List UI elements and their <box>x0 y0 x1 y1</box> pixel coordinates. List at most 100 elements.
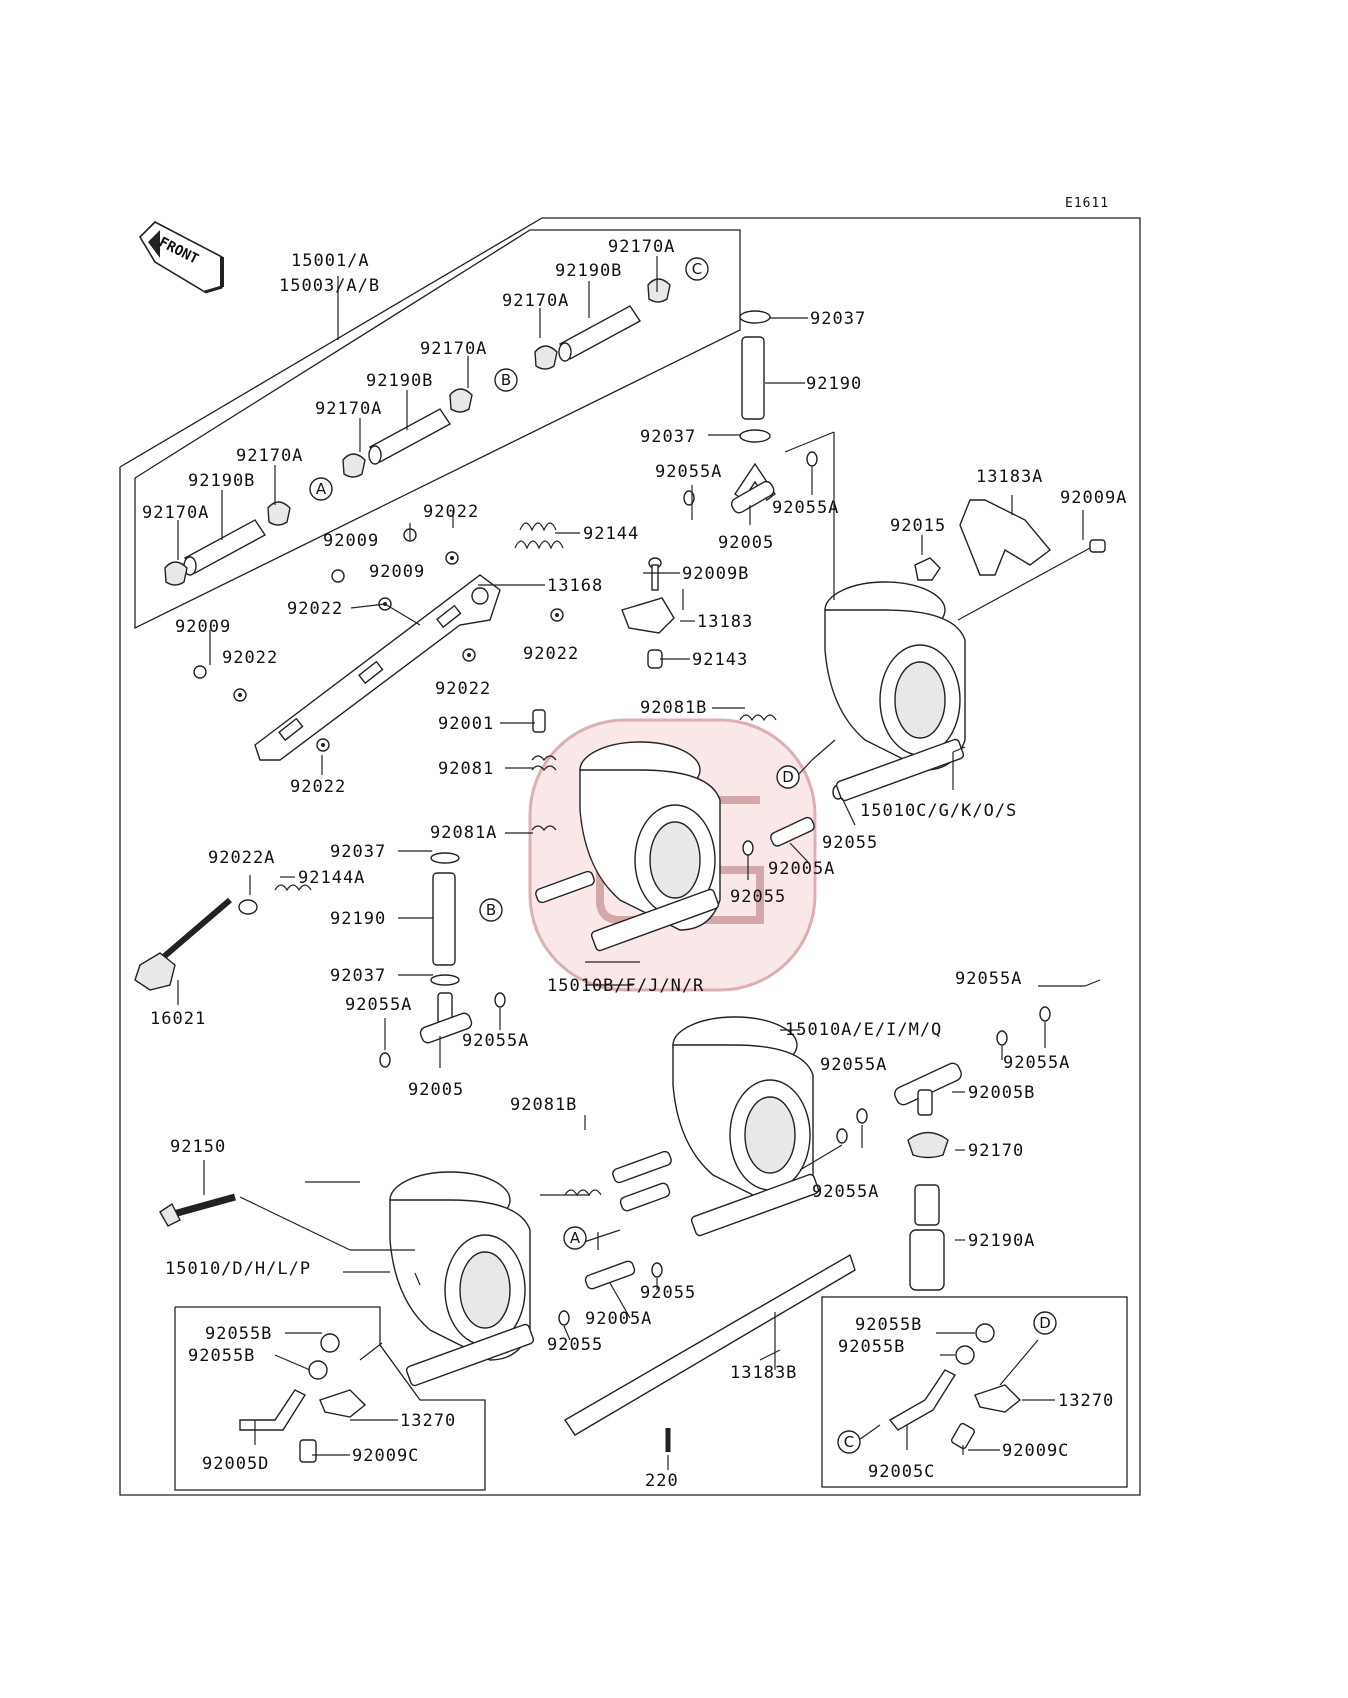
diagram-code: E1611 <box>1065 196 1109 211</box>
connector-B-top: B <box>494 368 518 392</box>
carburetor-15010C <box>824 581 966 802</box>
callout-label: 15010C/G/K/O/S <box>860 801 1017 821</box>
callout-label: 92005 <box>718 533 774 553</box>
callout-label: 92055 <box>640 1283 696 1303</box>
callout-label: 92005B <box>968 1083 1035 1103</box>
callout-label: 92001 <box>438 714 494 734</box>
callout-label: 15003/A/B <box>279 276 380 296</box>
carburetor-15010A <box>612 1016 820 1237</box>
spring-92144 <box>514 522 564 550</box>
callout-label: 92144A <box>298 868 365 888</box>
carburetor-15010 <box>389 1171 535 1387</box>
callout-label: 92081B <box>510 1095 577 1115</box>
callout-label: 92055A <box>345 995 412 1015</box>
callout-label: 15001/A <box>291 251 370 271</box>
connector-A-bottom: A <box>563 1226 587 1250</box>
intake-tube-2 <box>342 388 473 478</box>
callout-label: 92081 <box>438 759 494 779</box>
fittings-right <box>836 1006 1051 1291</box>
callout-label: 92009 <box>323 531 379 551</box>
connector-C-bottom: C <box>837 1430 861 1454</box>
callout-label: 92015 <box>890 516 946 536</box>
choke-cable-16021 <box>134 884 312 991</box>
callout-label: 92170A <box>236 446 303 466</box>
bracket-13183A <box>959 499 1052 576</box>
callout-label: 16021 <box>150 1009 206 1029</box>
callout-label: 15010B/F/J/N/R <box>547 976 704 996</box>
callout-label: 92190B <box>366 371 433 391</box>
callout-label: 92022 <box>287 599 343 619</box>
callout-label: 92055A <box>1003 1053 1070 1073</box>
callout-label: 92005A <box>768 859 835 879</box>
callout-label: 13183 <box>697 612 753 632</box>
connector-D-middle: D <box>776 765 800 789</box>
connector-D-bottom: D <box>1033 1311 1057 1335</box>
right-fitting-frame <box>821 1296 1128 1488</box>
callout-label: 92170A <box>608 237 675 257</box>
callout-label: 92055B <box>188 1346 255 1366</box>
callout-label: 15010/D/H/L/P <box>165 1259 311 1279</box>
callout-label: 92144 <box>583 524 639 544</box>
svg-text:D: D <box>782 768 794 786</box>
callout-label: 92190B <box>555 261 622 281</box>
callout-label: 13270 <box>1058 1391 1114 1411</box>
callout-label: 92009 <box>369 562 425 582</box>
intake-tube-1 <box>164 501 291 586</box>
callout-label: 92009C <box>1002 1441 1069 1461</box>
linkage-plate-13168 <box>254 574 501 761</box>
callout-label: 92005A <box>585 1309 652 1329</box>
part-labels: 15001/A 15003/A/B 92170A 92190B 92170A 9… <box>142 237 1127 1491</box>
svg-text:C: C <box>692 260 702 278</box>
callout-label: 92170A <box>315 399 382 419</box>
callout-label: 92009 <box>175 617 231 637</box>
bracket-13183 <box>621 557 675 669</box>
callout-label: 92037 <box>640 427 696 447</box>
callout-label: 92081B <box>640 698 707 718</box>
callout-label: 92009A <box>1060 488 1127 508</box>
outer-frame <box>119 217 1141 1496</box>
callout-label: 92055A <box>772 498 839 518</box>
callout-label: 92190 <box>806 374 862 394</box>
callout-label: 92037 <box>810 309 866 329</box>
connector-A-top: A <box>309 477 333 501</box>
callout-label: 92143 <box>692 650 748 670</box>
callout-label: 92081A <box>430 823 497 843</box>
callout-label: 220 <box>645 1471 679 1491</box>
connector-C-top: C <box>685 257 709 281</box>
callout-label: 92190 <box>330 909 386 929</box>
callout-label: 92022 <box>423 502 479 522</box>
callout-label: 92022A <box>208 848 275 868</box>
svg-text:C: C <box>844 1433 854 1451</box>
connector-B-middle: B <box>479 898 503 922</box>
fittings-bottom-left <box>159 1182 671 1463</box>
callout-label: 92022 <box>222 648 278 668</box>
intake-kit-frame <box>134 229 741 630</box>
callout-label: 92055 <box>730 887 786 907</box>
callout-label: 15010A/E/I/M/Q <box>785 1020 942 1040</box>
callout-label: 92170A <box>502 291 569 311</box>
callout-label: 92055A <box>462 1031 529 1051</box>
leader-lines <box>177 256 1101 1470</box>
left-fitting-frame <box>174 1306 486 1491</box>
callout-label: 92190A <box>968 1231 1035 1251</box>
callout-label: 92055A <box>820 1055 887 1075</box>
vent-tube-top <box>683 310 818 514</box>
callout-label: 92037 <box>330 842 386 862</box>
rail-13183B <box>564 1253 856 1452</box>
callout-label: 92055 <box>822 833 878 853</box>
callout-label: 13168 <box>547 576 603 596</box>
callout-label: 92005 <box>408 1080 464 1100</box>
callout-label: 92055B <box>205 1324 272 1344</box>
svg-text:D: D <box>1039 1314 1051 1332</box>
callout-label: 92055B <box>855 1315 922 1335</box>
callout-label: 92055B <box>838 1337 905 1357</box>
callout-label: 92055A <box>655 462 722 482</box>
vent-tube-middle <box>379 852 506 1068</box>
callout-label: 92170A <box>142 503 209 523</box>
callout-label: 92055A <box>812 1182 879 1202</box>
front-arrow-icon: FRONT <box>138 221 224 294</box>
callout-label: 92055 <box>547 1335 603 1355</box>
fittings-bottom-right <box>888 1323 1022 1450</box>
callout-label: 92170A <box>420 339 487 359</box>
callout-label: 92005D <box>202 1454 269 1474</box>
